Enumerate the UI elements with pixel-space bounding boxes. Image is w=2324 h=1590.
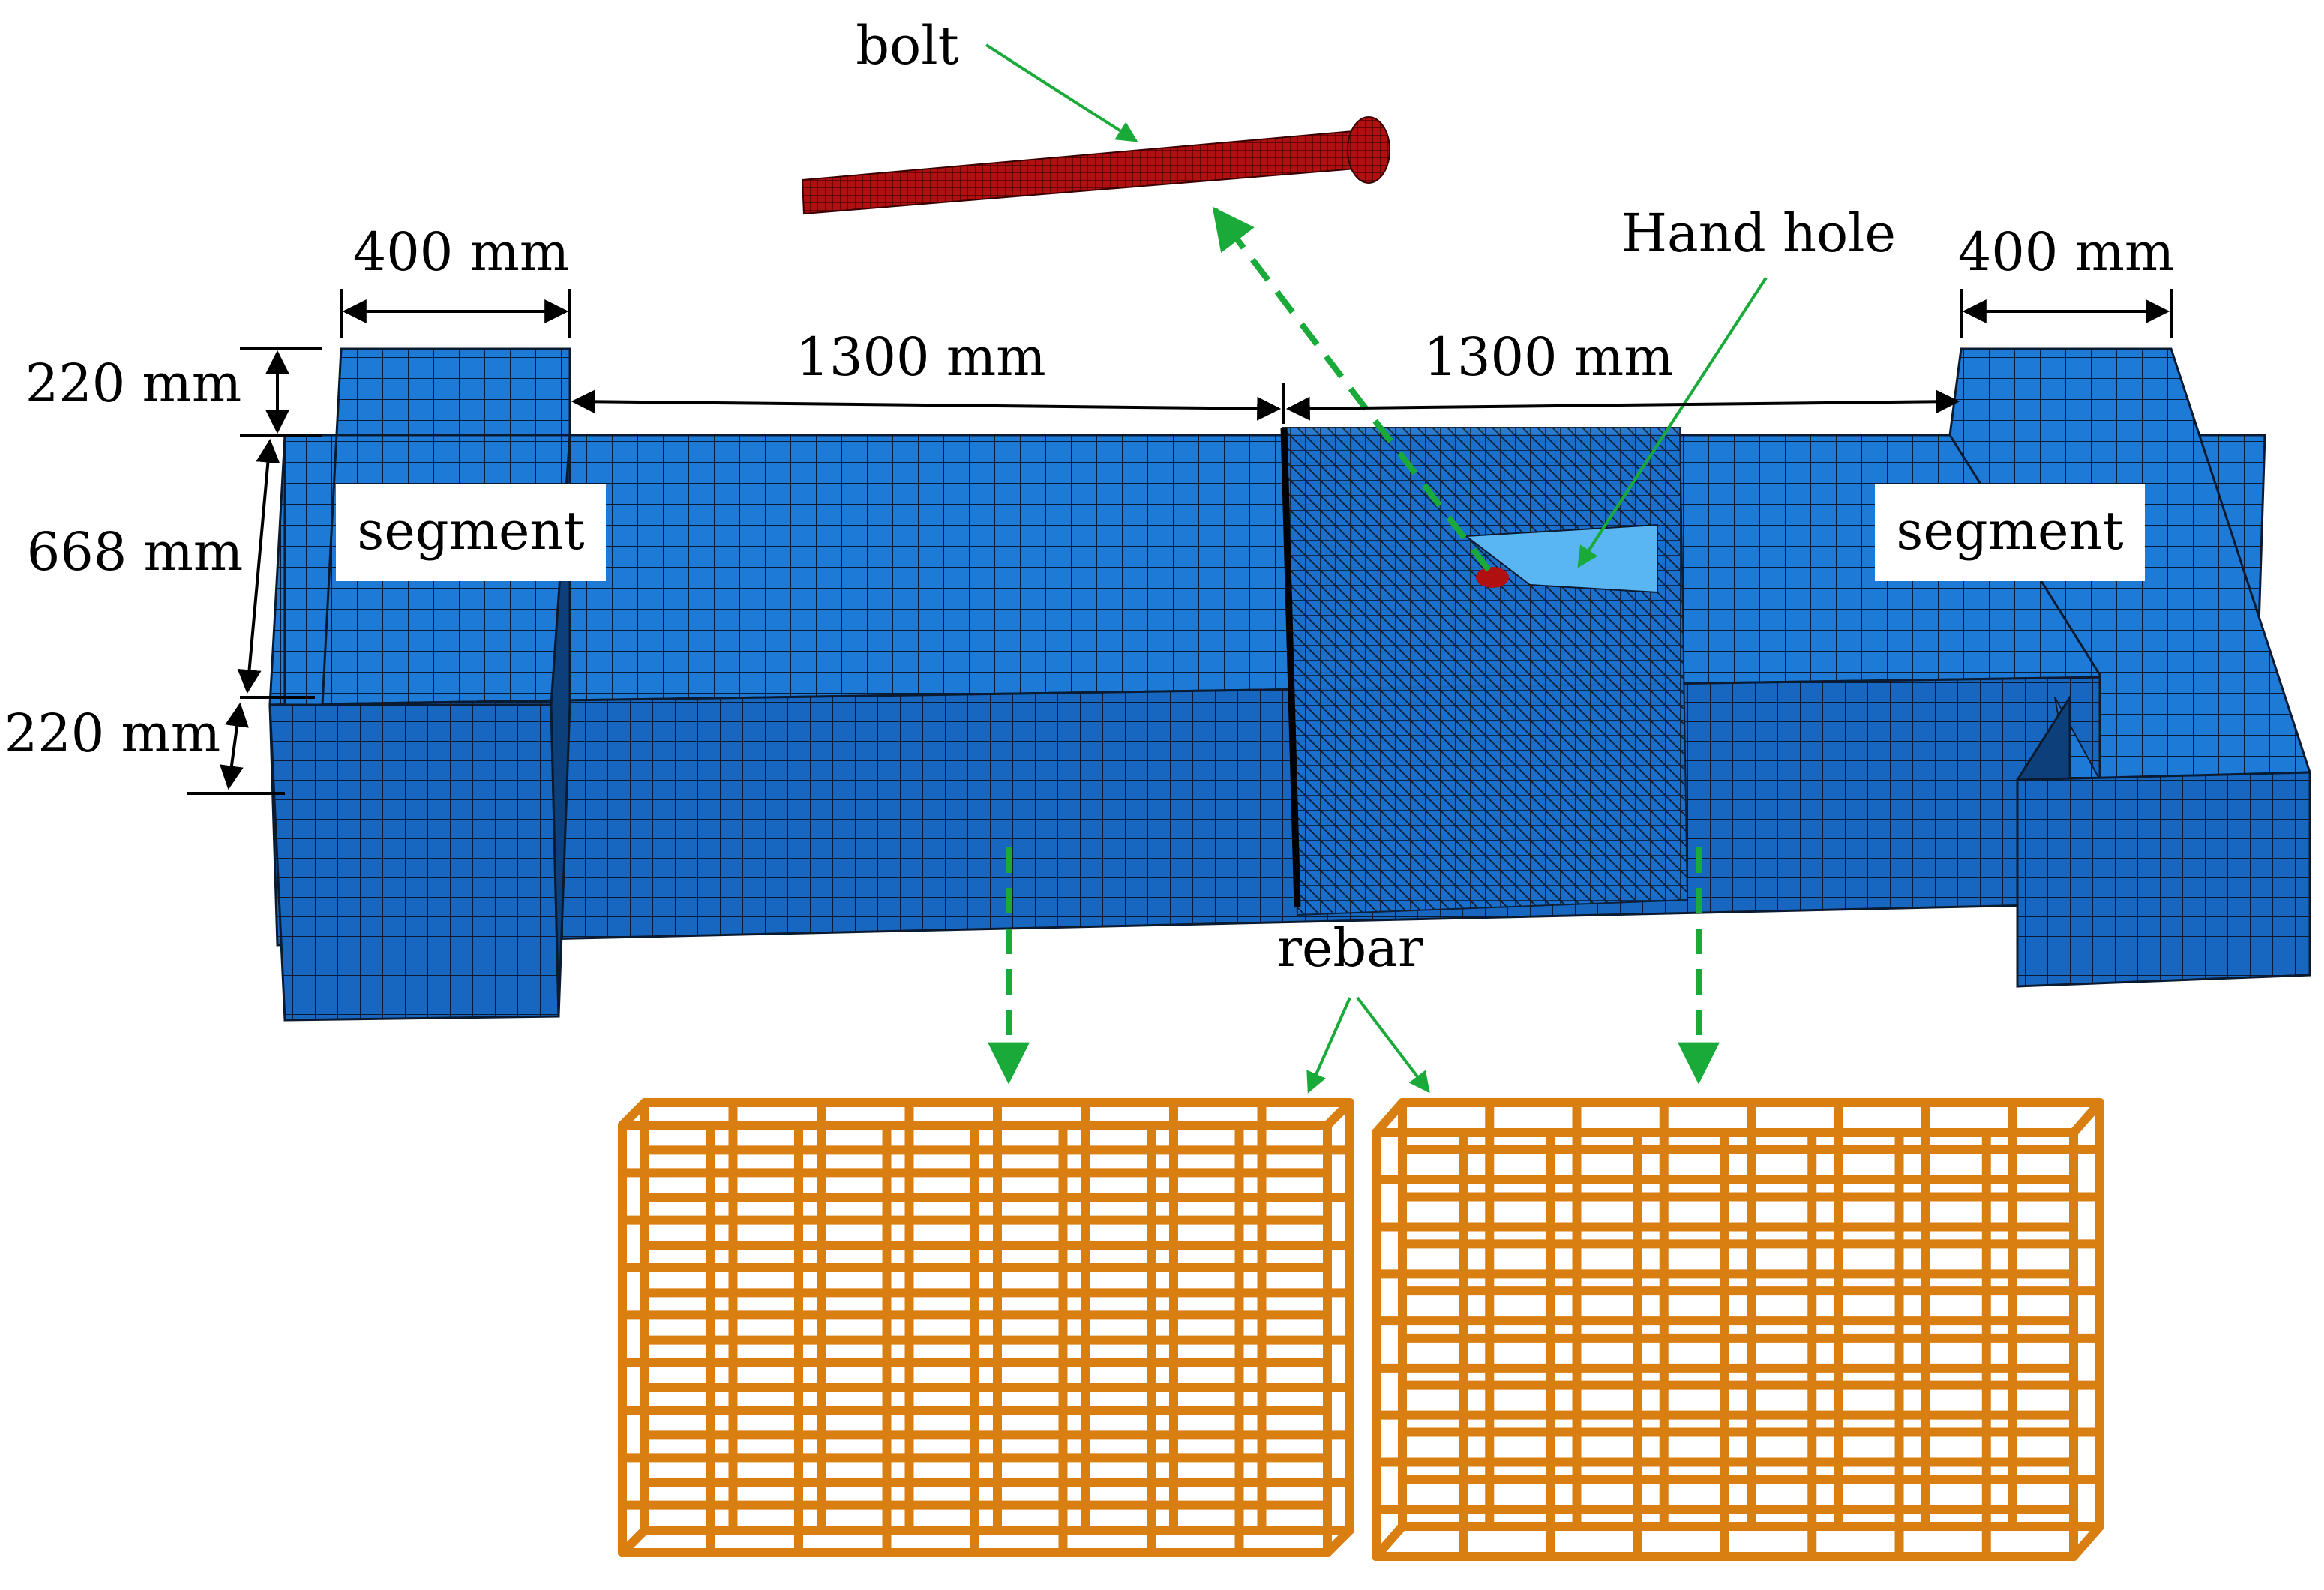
joint-seam [1280,427,1301,908]
hand-hole [1464,524,1658,594]
dim-top-left-width: 400 mm [353,221,570,283]
bolt-shank [801,130,1357,215]
rebar-bar [1372,1522,1407,1561]
left-block-front [268,704,560,1022]
segment-label-right-box: segment [1875,484,2145,581]
rebar-cage-right [1372,1098,2104,1561]
rebar-bar [2069,1098,2104,1137]
bolt-head [1347,116,1390,184]
rebar-leader-left [1306,997,1351,1094]
rebar-label: rebar [1277,917,1423,979]
rebar-bar [1372,1098,1407,1137]
bolt-label: bolt [856,15,958,76]
segment-label-right: segment [1896,500,2123,562]
rebar-leader-right [1356,996,1430,1094]
hand-hole-leader-arrow [1577,276,1768,568]
dimension-lines [187,289,2173,795]
segment-label-left-box: segment [336,484,606,581]
rebar-bar [618,1526,649,1557]
bolt-model [801,116,1390,215]
rebar-bar [2069,1522,2104,1561]
bolt-leader-arrow [985,44,1138,142]
rebar-bar [1323,1526,1354,1557]
hand-hole-label: Hand hole [1621,202,1896,264]
segment-label-left: segment [357,500,584,562]
dim-flange-top: 220 mm [25,352,242,414]
dim-span-right: 1300 mm [1423,326,1673,388]
dim-flange-bottom: 220 mm [4,703,221,764]
rebar-cage-left [618,1098,1354,1557]
dim-web-height: 668 mm [27,521,244,583]
bolt-end-in-hole [1476,567,1509,588]
dim-top-right-width: 400 mm [1958,221,2175,283]
rebar-bar [1323,1098,1354,1130]
dim-span-left: 1300 mm [796,326,1045,388]
right-block-face [2016,771,2311,988]
rebar-bar [618,1098,649,1130]
joint-region [1281,427,1689,916]
